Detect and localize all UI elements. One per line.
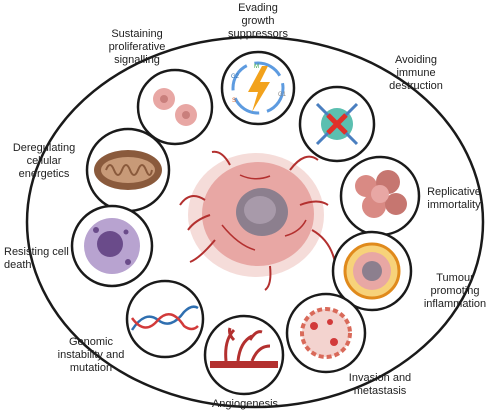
label-deregulating-cellular-energetics: Deregulating cellular energetics <box>12 142 76 180</box>
angiogenesis-circle <box>203 314 285 396</box>
label-tumour-promoting-inflammation: Tumour promoting inflammation <box>423 272 487 310</box>
resisting-circle <box>70 204 154 288</box>
deregulating-circle <box>85 127 171 213</box>
cycle-s-label: S <box>232 98 236 104</box>
tumour-inflammation-circle <box>331 230 413 312</box>
label-resisting-cell-death: Resisting cell death <box>4 246 69 271</box>
outer-ring <box>25 35 485 409</box>
sustaining-circle <box>136 68 214 146</box>
evading-circle: M G2 S G1 <box>220 50 296 126</box>
label-sustaining-proliferative-signalling: Sustaining proliferative signalling <box>108 28 166 66</box>
red-x-icon <box>326 113 348 135</box>
label-evading-growth-suppressors: Evading growth suppressors <box>228 2 288 40</box>
genomic-circle <box>125 279 205 359</box>
cycle-m-label: M <box>254 64 259 70</box>
central-tumour-illustration <box>179 150 336 291</box>
dna-icon <box>130 305 199 331</box>
label-replicative-immortality: Replicative immortality <box>427 186 481 211</box>
cycle-g1-label: G1 <box>278 92 287 98</box>
label-genomic-instability-and-mutation: Genomic instability and mutation <box>57 336 125 374</box>
replicative-circle <box>339 155 421 237</box>
label-avoiding-immune-destruction: Avoiding immune destruction <box>389 54 443 92</box>
label-angiogenesis: Angiogenesis <box>211 398 279 410</box>
invasion-circle <box>285 292 367 374</box>
label-invasion-and-metastasis: Invasion and metastasis <box>348 372 412 397</box>
avoiding-circle <box>298 85 376 163</box>
cycle-g2-label: G2 <box>231 74 240 80</box>
lightning-icon <box>248 66 270 112</box>
